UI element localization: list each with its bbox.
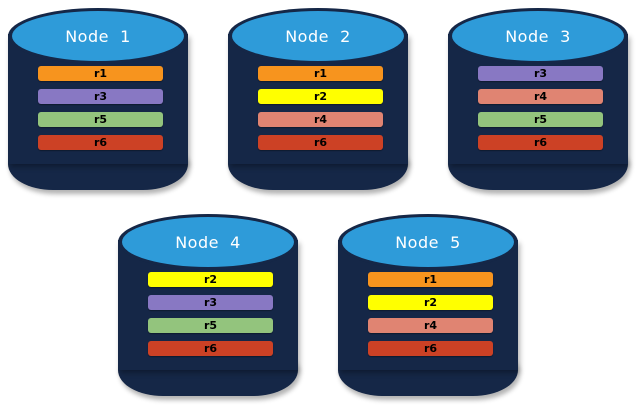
replica-bar[interactable]: r6 [148,341,273,356]
database-node-3[interactable]: Node 3 r3 r4 r5 r6 [448,8,628,190]
replica-bar[interactable]: r3 [478,66,603,81]
replica-bar[interactable]: r6 [258,135,383,150]
replica-stack: r1 r2 r4 r6 [368,272,493,356]
replica-bar[interactable]: r4 [258,112,383,127]
database-node-5[interactable]: Node 5 r1 r2 r4 r6 [338,214,518,396]
replica-bar[interactable]: r3 [38,89,163,104]
cylinder-top-disc [122,217,294,267]
replica-bar[interactable]: r5 [38,112,163,127]
database-node-4[interactable]: Node 4 r2 r3 r5 r6 [118,214,298,396]
node-label: Node 2 [285,26,351,46]
replica-bar[interactable]: r1 [258,66,383,81]
database-node-1[interactable]: Node 1 r1 r3 r5 r6 [8,8,188,190]
replica-bar[interactable]: r6 [368,341,493,356]
replica-bar[interactable]: r3 [148,295,273,310]
replica-bar[interactable]: r1 [38,66,163,81]
replica-bar[interactable]: r5 [478,112,603,127]
cylinder-top-disc [342,217,514,267]
node-label: Node 4 [175,232,241,252]
replica-stack: r2 r3 r5 r6 [148,272,273,356]
replica-bar[interactable]: r2 [258,89,383,104]
cylinder-top-disc [232,11,404,61]
node-label: Node 1 [65,26,131,46]
replica-stack: r1 r3 r5 r6 [38,66,163,150]
database-node-2[interactable]: Node 2 r1 r2 r4 r6 [228,8,408,190]
node-label: Node 5 [395,232,461,252]
replica-bar[interactable]: r4 [368,318,493,333]
replica-bar[interactable]: r1 [368,272,493,287]
replica-stack: r1 r2 r4 r6 [258,66,383,150]
replica-bar[interactable]: r5 [148,318,273,333]
replica-bar[interactable]: r6 [38,135,163,150]
replica-bar[interactable]: r2 [368,295,493,310]
node-label: Node 3 [505,26,571,46]
replica-stack: r3 r4 r5 r6 [478,66,603,150]
cylinder-top-disc [452,11,624,61]
cylinder-top-disc [12,11,184,61]
replica-bar[interactable]: r2 [148,272,273,287]
replica-bar[interactable]: r4 [478,89,603,104]
replica-bar[interactable]: r6 [478,135,603,150]
